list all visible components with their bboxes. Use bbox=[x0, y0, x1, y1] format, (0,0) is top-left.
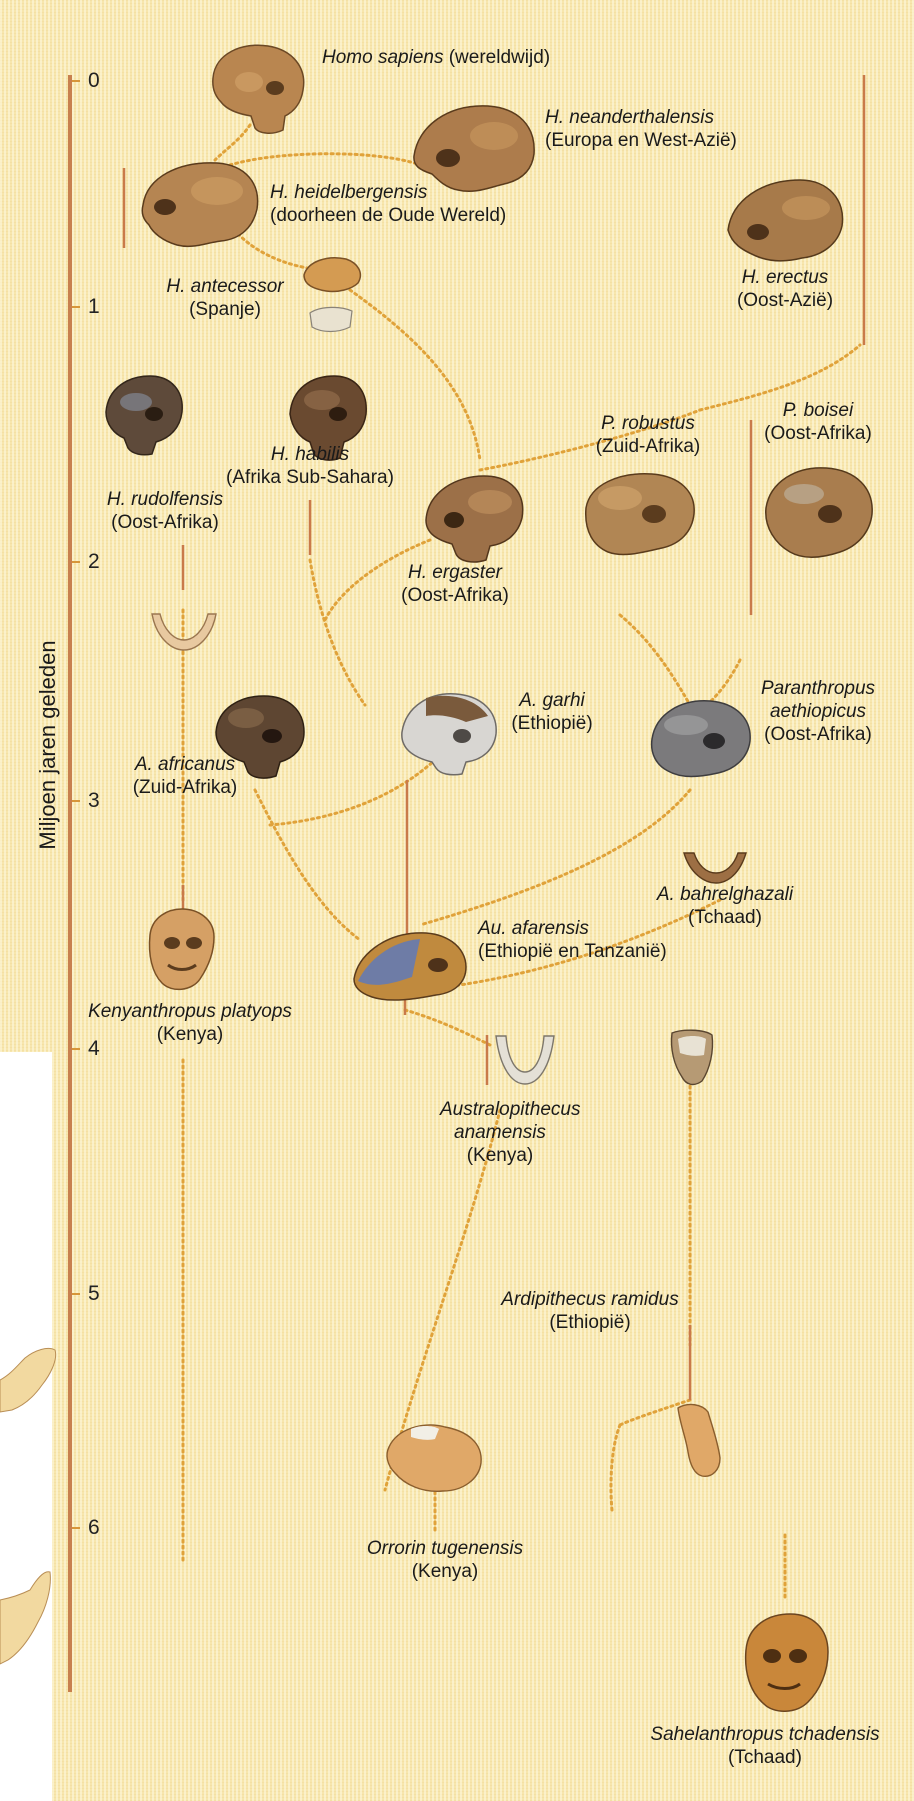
rudolfensis-jaw-icon bbox=[146, 606, 222, 656]
species-label-boisei: P. boisei (Oost-Afrika) bbox=[748, 399, 888, 445]
species-region: (Zuid-Afrika) bbox=[110, 776, 260, 799]
species-region: (Zuid-Afrika) bbox=[578, 435, 718, 458]
species-label-africanus: A. africanus (Zuid-Afrika) bbox=[110, 753, 260, 799]
species-label-anamensis: Australopithecus anamensis (Kenya) bbox=[440, 1098, 560, 1167]
species-name: H. antecessor bbox=[155, 275, 295, 298]
species-label-habilis: H. habilis (Afrika Sub-Sahara) bbox=[225, 443, 395, 489]
species-region: (doorheen de Oude Wereld) bbox=[270, 204, 506, 227]
species-name: Orrorin tugenensis bbox=[345, 1537, 545, 1560]
robustus-skull-icon bbox=[580, 468, 700, 566]
erectus-skull-icon bbox=[722, 170, 852, 275]
link-africanus-afarensis bbox=[255, 790, 360, 940]
species-name: A. africanus bbox=[110, 753, 260, 776]
species-name: P. robustus bbox=[578, 412, 718, 435]
ramidus-fossil-icon bbox=[664, 1025, 720, 1089]
species-name: H. ergaster bbox=[385, 561, 525, 584]
species-label-kenyanthropus: Kenyanthropus platyops (Kenya) bbox=[70, 1000, 310, 1046]
species-name: Homo sapiens bbox=[322, 47, 443, 68]
link-orrorin-sahel bbox=[611, 1425, 620, 1510]
species-region: (Kenya) bbox=[345, 1560, 545, 1583]
species-region: (Oost-Afrika) bbox=[748, 723, 888, 746]
species-name: H. heidelbergensis bbox=[270, 181, 506, 204]
link-afarensis-anamensis bbox=[405, 1010, 490, 1045]
anamensis-jaw-icon bbox=[490, 1030, 560, 1090]
kenyanthropus-skull-icon bbox=[142, 905, 222, 1003]
species-name: H. habilis bbox=[225, 443, 395, 466]
species-name: Paranthropus aethiopicus bbox=[748, 677, 888, 723]
species-region: (Ethiopië) bbox=[480, 1311, 700, 1334]
antecessor-fossil-icon bbox=[298, 253, 368, 339]
homo-sapiens-skull-icon bbox=[203, 38, 315, 138]
species-region: (Europa en West-Azië) bbox=[545, 129, 737, 152]
species-name: Ardipithecus ramidus bbox=[480, 1288, 700, 1311]
ramidus-bone-icon bbox=[668, 1398, 728, 1482]
sahelanthropus-skull-icon bbox=[738, 1610, 834, 1720]
species-label-aethiopicus: Paranthropus aethiopicus (Oost-Afrika) bbox=[748, 677, 888, 746]
species-label-robustus: P. robustus (Zuid-Afrika) bbox=[578, 412, 718, 458]
species-name: Sahelanthropus tchadensis bbox=[635, 1723, 895, 1746]
dotted-lineage-paths bbox=[183, 125, 860, 1600]
species-label-orrorin: Orrorin tugenensis (Kenya) bbox=[345, 1537, 545, 1583]
species-region: (Spanje) bbox=[155, 298, 295, 321]
aethiopicus-skull-icon bbox=[646, 695, 756, 785]
species-region: (Kenya) bbox=[70, 1023, 310, 1046]
species-label-erectus: H. erectus (Oost-Azië) bbox=[715, 266, 855, 312]
species-name: Au. afarensis bbox=[478, 917, 667, 940]
species-region: (Ethiopië) bbox=[492, 712, 612, 735]
species-label-ergaster: H. ergaster (Oost-Afrika) bbox=[385, 561, 525, 607]
orrorin-fossil-icon bbox=[383, 1417, 489, 1499]
species-name: P. boisei bbox=[748, 399, 888, 422]
species-region: (Oost-Afrika) bbox=[385, 584, 525, 607]
species-name: Australopithecus anamensis bbox=[440, 1098, 560, 1144]
species-region: (Tchaad) bbox=[635, 1746, 895, 1769]
afarensis-skull-icon bbox=[350, 925, 470, 1005]
boisei-skull-icon bbox=[760, 462, 878, 568]
species-region: (Kenya) bbox=[440, 1144, 560, 1167]
species-region: (wereldwijd) bbox=[443, 47, 550, 68]
species-region: (Ethiopië en Tanzanië) bbox=[478, 940, 667, 963]
species-name: Kenyanthropus platyops bbox=[70, 1000, 310, 1023]
species-label-ramidus: Ardipithecus ramidus (Ethiopië) bbox=[480, 1288, 700, 1334]
species-region: (Oost-Afrika) bbox=[748, 422, 888, 445]
species-name: A. bahrelghazali bbox=[640, 883, 810, 906]
species-region: (Oost-Afrika) bbox=[95, 511, 235, 534]
species-label-rudolfensis: H. rudolfensis (Oost-Afrika) bbox=[95, 488, 235, 534]
species-label-heidelbergensis: H. heidelbergensis (doorheen de Oude Wer… bbox=[270, 181, 506, 227]
species-label-garhi: A. garhi (Ethiopië) bbox=[492, 689, 612, 735]
species-name: H. rudolfensis bbox=[95, 488, 235, 511]
species-name: A. garhi bbox=[492, 689, 612, 712]
heidelbergensis-skull-icon bbox=[135, 155, 265, 255]
bahrelghazali-jaw-icon bbox=[680, 847, 750, 887]
species-label-neanderthalensis: H. neanderthalensis (Europa en West-Azië… bbox=[545, 106, 737, 152]
garhi-skull-icon bbox=[396, 688, 502, 778]
link-robustus-aethiopicus bbox=[620, 615, 690, 705]
species-label-homo-sapiens: Homo sapiens (wereldwijd) bbox=[322, 46, 550, 69]
species-label-afarensis: Au. afarensis (Ethiopië en Tanzanië) bbox=[478, 917, 667, 963]
species-name: H. erectus bbox=[715, 266, 855, 289]
rudolfensis-skull-icon bbox=[100, 372, 186, 458]
species-name: H. neanderthalensis bbox=[545, 106, 737, 129]
species-label-sahelanthropus: Sahelanthropus tchadensis (Tchaad) bbox=[635, 1723, 895, 1769]
species-region: (Oost-Azië) bbox=[715, 289, 855, 312]
species-region: (Afrika Sub-Sahara) bbox=[225, 466, 395, 489]
species-label-antecessor: H. antecessor (Spanje) bbox=[155, 275, 295, 321]
ergaster-skull-icon bbox=[420, 470, 528, 566]
